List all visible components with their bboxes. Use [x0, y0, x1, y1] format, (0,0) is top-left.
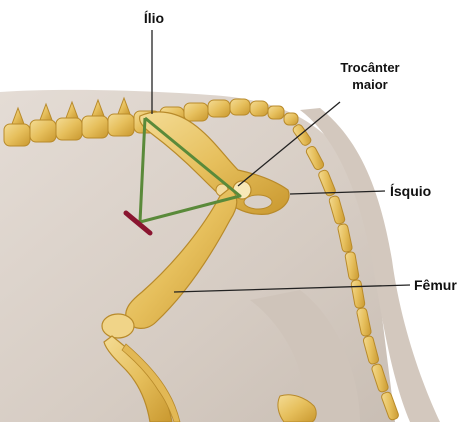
- knee: [102, 314, 134, 338]
- label-ilio: Ílio: [144, 10, 164, 26]
- label-femur: Fêmur: [414, 277, 457, 293]
- label-isquio: Ísquio: [390, 183, 431, 199]
- label-trocanter-line2: maior: [352, 77, 387, 92]
- label-trocanter-line1: Trocânter: [340, 60, 399, 75]
